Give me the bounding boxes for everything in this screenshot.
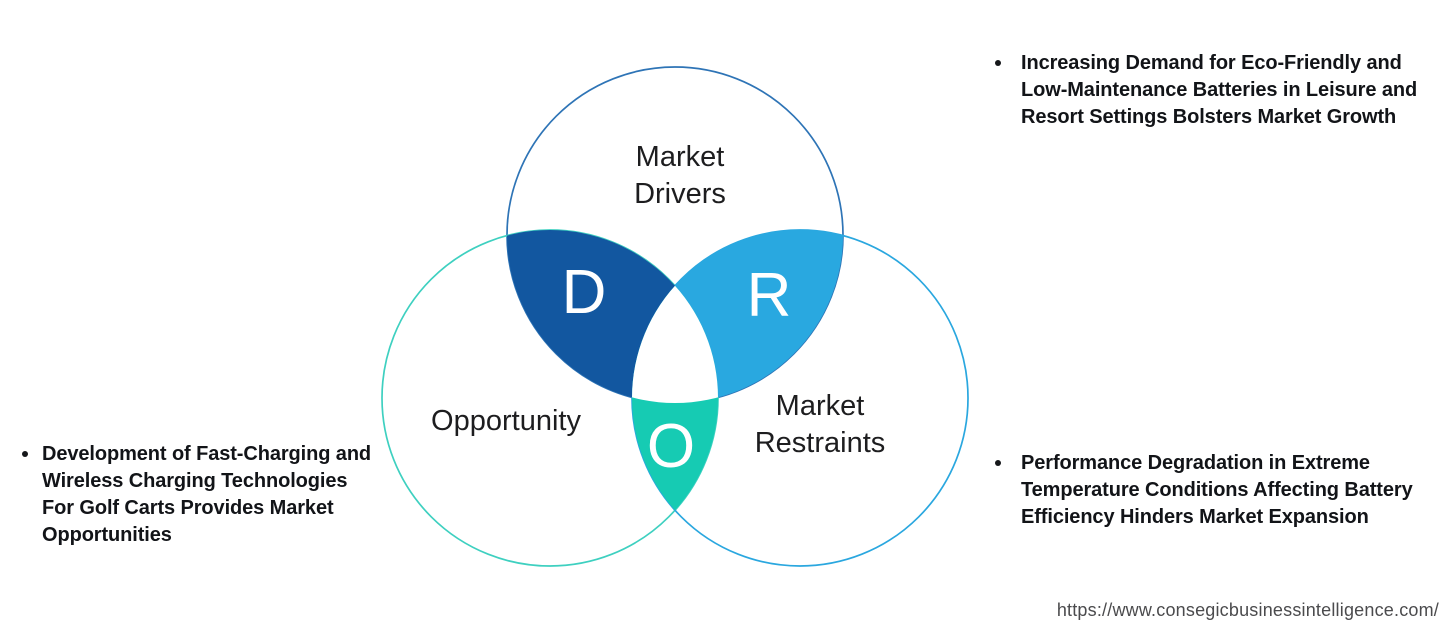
note-opportunity: Development of Fast-Charging and Wireles…: [22, 441, 382, 549]
venn-label-opportunity: Opportunity: [431, 405, 581, 437]
note-drivers-text: Increasing Demand for Eco-Friendly and L…: [1021, 52, 1418, 128]
note-opportunity-text: Development of Fast-Charging and Wireles…: [42, 443, 372, 546]
venn-letter-drivers: D: [561, 258, 607, 327]
venn-label-restraints: Market Restraints: [754, 390, 886, 459]
bullet-icon: [995, 60, 1001, 66]
venn-letter-opportunity: O: [646, 412, 696, 481]
note-restraints-text: Performance Degradation in Extreme Tempe…: [1021, 452, 1413, 528]
bullet-icon: [22, 451, 28, 457]
source-url: https://www.consegicbusinessintelligence…: [1056, 600, 1439, 620]
venn-label-drivers: Market Drivers: [634, 141, 726, 210]
note-drivers: Increasing Demand for Eco-Friendly and L…: [995, 50, 1419, 131]
note-restraints: Performance Degradation in Extreme Tempe…: [995, 450, 1419, 531]
bullet-icon: [995, 460, 1001, 466]
venn-letter-restraints: R: [746, 261, 792, 330]
